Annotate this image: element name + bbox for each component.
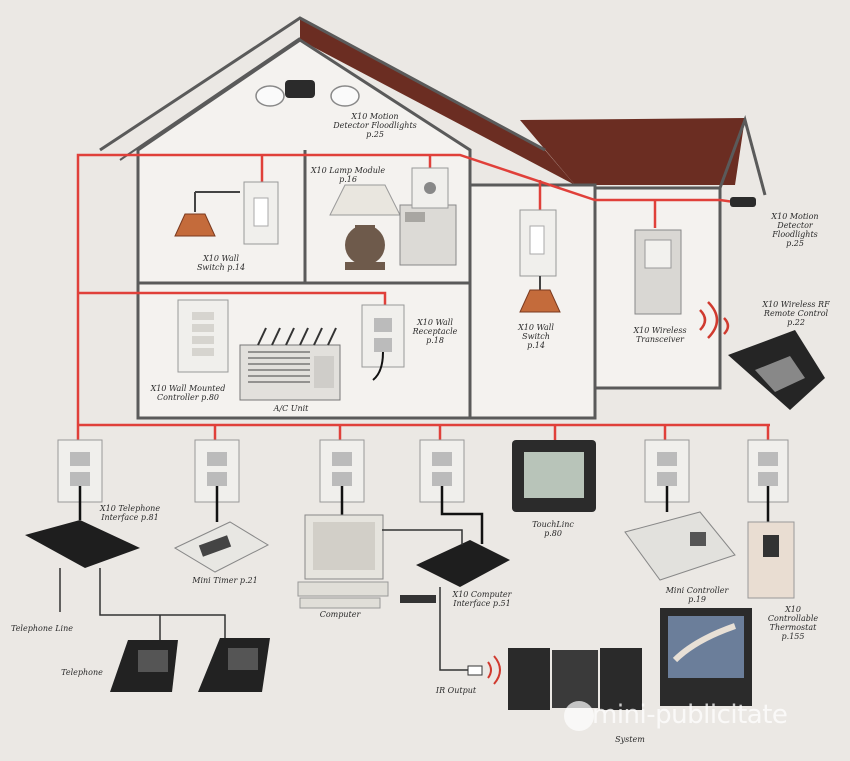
wireless-remote-icon (728, 330, 825, 410)
plug-cords (78, 486, 770, 544)
rf-waves-icon (699, 301, 730, 339)
thermostat-icon (747, 521, 795, 599)
mini-controller-icon (624, 511, 736, 581)
powerline-wiring (76, 153, 770, 440)
roof-edge-inner (119, 37, 301, 161)
label-computer-interface: X10 Computer Interface p.51 (452, 590, 512, 608)
label-thermostat: X10 Controllable Thermostat p.155 (767, 605, 819, 641)
watermark-text: mini-publicitate (592, 700, 788, 730)
wireless-transceiver-icon (634, 229, 682, 315)
label-ir-output: IR Output (435, 686, 477, 695)
label-mini-timer: Mini Timer p.21 (192, 576, 258, 585)
label-motion-floodlights-side: X10 Motion Detector Floodlights p.25 (771, 212, 819, 248)
wall-switch-upper-icon (243, 181, 279, 245)
telephone-icons (110, 638, 270, 692)
label-wall-mounted-controller: X10 Wall Mounted Controller p.80 (150, 384, 226, 402)
floodlights-top-icon (255, 80, 360, 107)
outlet-sockets (70, 452, 778, 486)
label-wireless-transceiver: X10 Wireless Transceiver (633, 326, 687, 344)
mouse-icon (400, 595, 436, 603)
ir-waves-icon (487, 655, 501, 685)
outlet-row (57, 439, 789, 503)
label-wall-switch-mid: X10 Wall Switch p.14 (518, 323, 554, 350)
ir-emitter-icon (467, 665, 483, 676)
label-touchlinc: TouchLinc p.80 (532, 520, 574, 538)
label-lamp-module: X10 Lamp Module p.16 (310, 166, 386, 184)
label-ac-unit: A/C Unit (273, 404, 309, 413)
telephone-cables (59, 529, 468, 671)
label-wireless-remote: X10 Wireless RF Remote Control p.22 (762, 300, 830, 327)
mini-timer-icon (173, 521, 270, 573)
television-icon (660, 608, 752, 706)
telephone-interface-icon (25, 520, 140, 568)
computer-icon (297, 514, 389, 609)
label-system: System (615, 735, 645, 744)
label-telephone-interface: X10 Telephone Interface p.81 (99, 504, 161, 522)
wall-receptacle-icon (361, 304, 405, 381)
table-lamp-icon (329, 184, 401, 270)
roof-right (520, 118, 745, 185)
label-mini-controller: Mini Controller p.19 (665, 586, 729, 604)
ac-unit-icon (239, 327, 341, 401)
computer-interface-icon (416, 540, 510, 587)
roof-main (300, 18, 575, 185)
touchlinc-icon (512, 440, 596, 512)
label-telephone: Telephone (61, 668, 103, 677)
hanging-lamp-icon (174, 191, 240, 237)
label-wall-switch-upper: X10 Wall Switch p.14 (196, 254, 246, 272)
label-telephone-line: Telephone Line (10, 624, 74, 633)
floodlights-side-icon (730, 197, 756, 207)
watermark-icon (564, 701, 594, 731)
roof-edge-left (99, 16, 546, 152)
stereo-system-icon (508, 648, 642, 710)
label-motion-floodlights-top: X10 Motion Detector Floodlights p.25 (333, 112, 417, 139)
wall-controller-icon (177, 299, 229, 373)
lamp-module-icon (399, 167, 457, 266)
label-wall-receptacle: X10 Wall Receptacle p.18 (412, 318, 458, 345)
label-computer: Computer (319, 610, 361, 619)
wall-switch-mid-icon (519, 209, 561, 313)
right-gable (718, 115, 767, 196)
